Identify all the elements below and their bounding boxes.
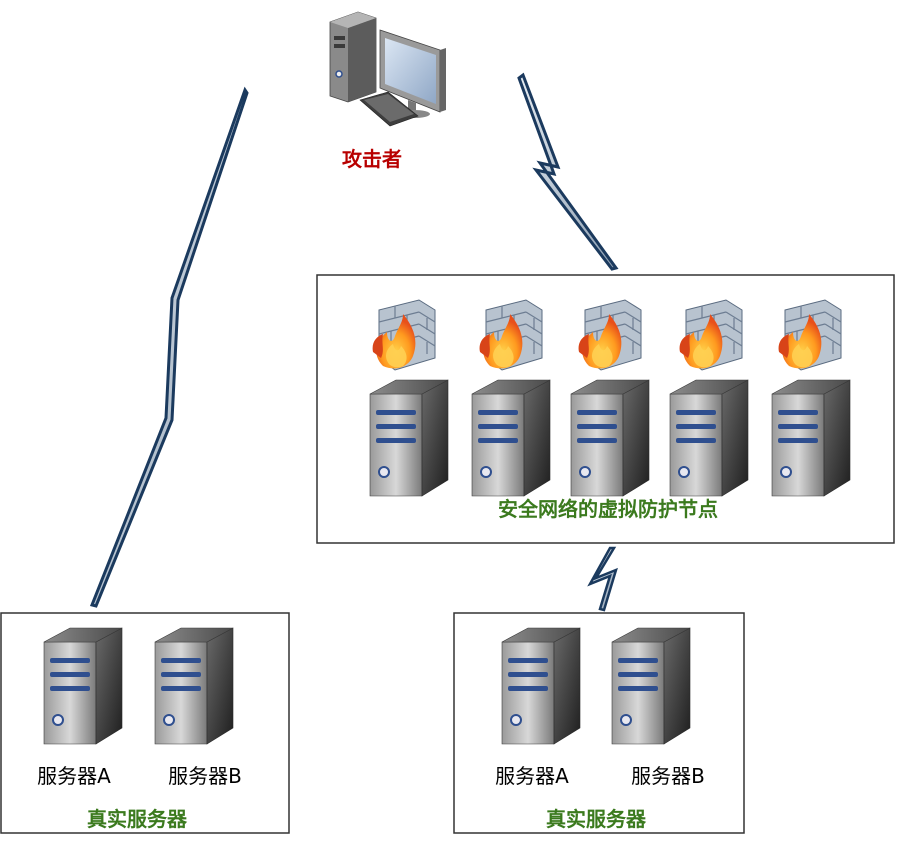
server-icon: [43, 627, 123, 745]
server-icon: [570, 379, 650, 497]
attack-link-left: [89, 86, 249, 608]
protection-node-group[interactable]: 安全网络的虚拟防护节点: [316, 274, 895, 544]
server-icon: [771, 379, 851, 497]
server-icon: [669, 379, 749, 497]
real-server-group-right[interactable]: 服务器A 服务器B 真实服务器: [453, 612, 745, 834]
firewall-icon: [479, 299, 543, 371]
attack-link-right: [517, 72, 619, 271]
protection-group-label: 安全网络的虚拟防护节点: [498, 497, 718, 521]
server-label: 服务器A: [37, 764, 111, 788]
server-label: 服务器B: [168, 764, 242, 788]
server-b[interactable]: 服务器B: [611, 627, 705, 788]
real-server-group-left[interactable]: 服务器A 服务器B 真实服务器: [0, 612, 290, 834]
attacker-label: 攻击者: [342, 147, 402, 171]
firewall-icon: [578, 299, 642, 371]
server-icon: [471, 379, 551, 497]
real-server-group-label: 真实服务器: [87, 807, 188, 831]
server-label: 服务器A: [495, 764, 569, 788]
real-server-group-frame: [453, 612, 745, 834]
firewall-icon: [778, 299, 842, 371]
server-icon: [611, 627, 691, 745]
server-icon: [369, 379, 449, 497]
protection-to-server-link: [587, 546, 618, 612]
real-server-group-label: 真实服务器: [546, 807, 647, 831]
desktop-computer-icon: [329, 11, 446, 127]
server-a[interactable]: 服务器A: [495, 627, 581, 788]
server-a[interactable]: 服务器A: [37, 627, 123, 788]
server-icon: [501, 627, 581, 745]
server-label: 服务器B: [631, 764, 705, 788]
server-icon: [154, 627, 234, 745]
attacker-node[interactable]: 攻击者: [329, 11, 446, 171]
server-b[interactable]: 服务器B: [154, 627, 242, 788]
firewall-icon: [679, 299, 743, 371]
firewall-icon: [372, 299, 436, 371]
